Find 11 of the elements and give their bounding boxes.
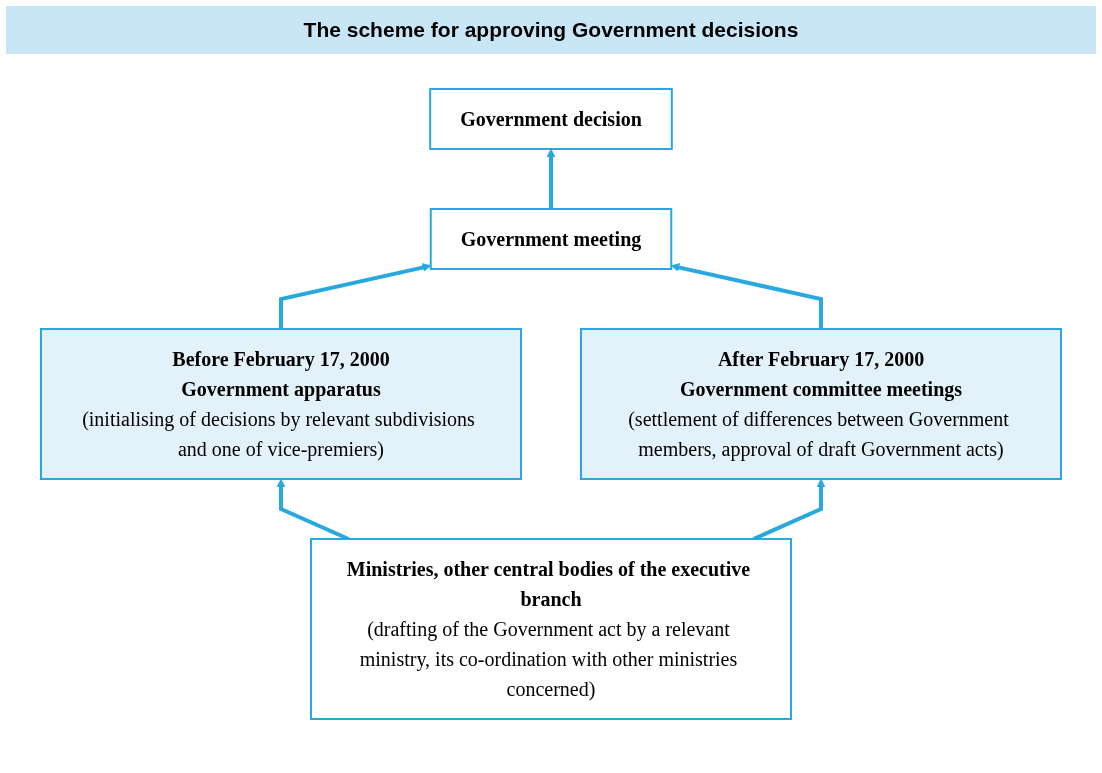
arrow xyxy=(546,148,556,209)
arrow xyxy=(670,263,823,329)
node-box: Government decision xyxy=(429,88,673,150)
node-box: After February 17, 2000 Government committee meetings (settlement of differences between Government members, approval of draft Government acts) xyxy=(580,328,1062,480)
diagram-title: The scheme for approving Government decisions xyxy=(6,6,1096,54)
node-box: Before February 17, 2000 Government apparatus (initialising of decisions by relevant subdivisions and one of vice-premiers) xyxy=(40,328,522,480)
arrow xyxy=(752,478,826,541)
arrow xyxy=(279,263,432,329)
node-box: Ministries, other central bodies of the executive branch (drafting of the Government act by a relevant ministry, its co-ordination with other ministries concerned) xyxy=(310,538,792,720)
node-box: Government meeting xyxy=(429,208,673,270)
arrow xyxy=(276,478,350,541)
